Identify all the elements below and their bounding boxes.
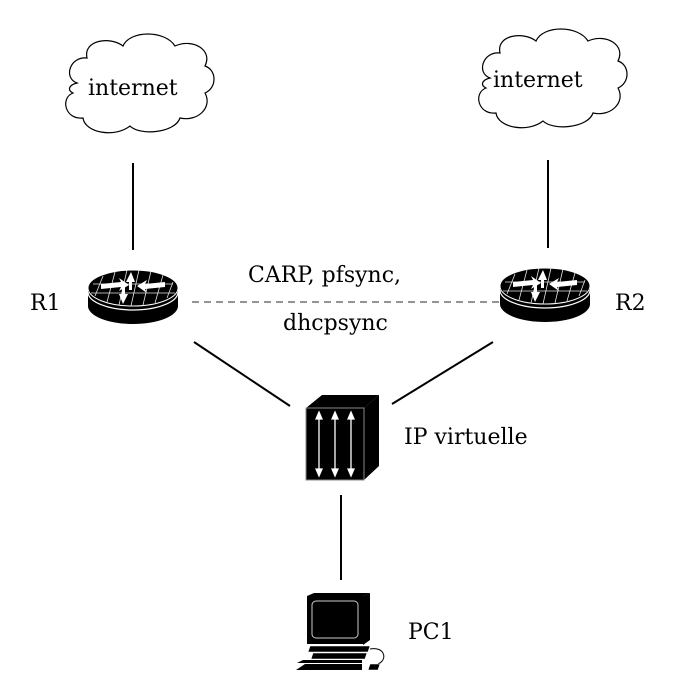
router-icon-r2: [499, 267, 591, 323]
switch-label: IP virtuelle: [404, 425, 528, 450]
edge-r1-switch: [193, 341, 291, 407]
router-label-r1: R1: [30, 291, 61, 316]
link-label-top: CARP, pfsync,: [248, 263, 402, 288]
router-icon-r1: [87, 269, 179, 325]
workstation-icon: [296, 593, 385, 671]
edge-r2-switch: [391, 341, 494, 405]
link-label-bottom: dhcpsync: [283, 311, 388, 336]
cloud-label-left: internet: [88, 76, 178, 101]
pc-label: PC1: [408, 620, 454, 645]
cloud-label-right: internet: [493, 68, 583, 93]
switch-icon: [305, 395, 379, 481]
router-label-r2: R2: [615, 291, 646, 316]
